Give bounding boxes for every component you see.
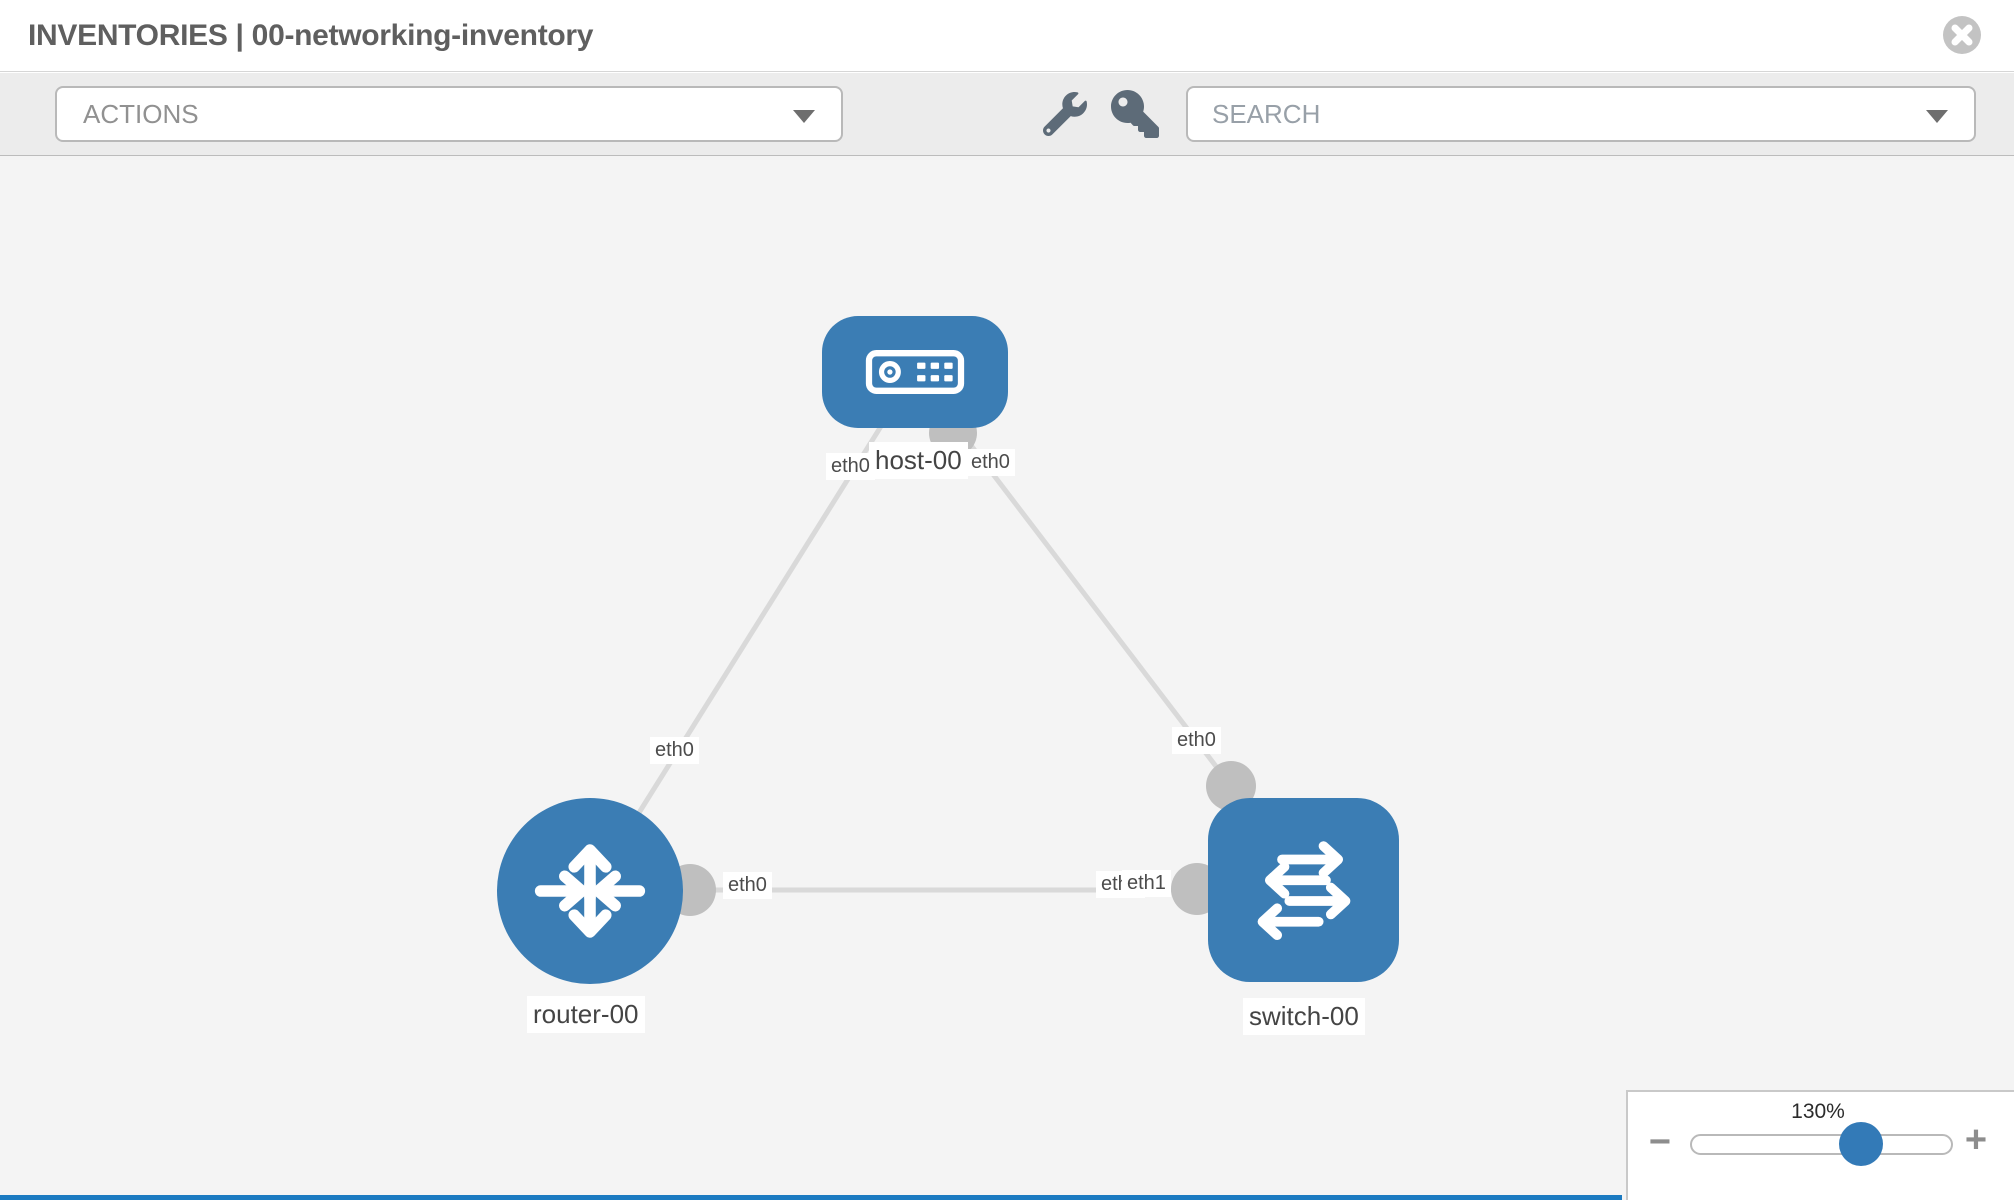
zoom-panel: 130% − +: [1626, 1090, 2014, 1200]
node-router-00[interactable]: [497, 798, 683, 984]
interface-label: eth0: [650, 737, 699, 764]
zoom-level: 130%: [1791, 1100, 1845, 1123]
close-button[interactable]: [1942, 15, 1982, 55]
actions-dropdown[interactable]: ACTIONS: [55, 86, 843, 142]
interface-label: eth0: [1172, 727, 1221, 754]
toolbar: ACTIONS: [0, 73, 2014, 156]
host-icon: [865, 350, 965, 394]
search-input[interactable]: [1188, 88, 1974, 140]
node-host-00[interactable]: [822, 316, 1008, 428]
close-icon: [1943, 16, 1981, 54]
key-icon: [1111, 90, 1159, 138]
node-switch-00[interactable]: [1208, 798, 1399, 982]
interface-label: eth1: [1122, 870, 1171, 897]
interface-label: eth0: [966, 449, 1015, 476]
tools-button[interactable]: [1042, 92, 1088, 138]
chevron-down-icon: [1926, 110, 1948, 123]
interface-label: eth0: [826, 453, 875, 480]
interface-label: eth0: [723, 872, 772, 899]
node-label-host: host-00: [869, 442, 968, 479]
zoom-in-button[interactable]: +: [1956, 1120, 1996, 1160]
zoom-slider-track[interactable]: [1690, 1122, 1953, 1166]
header: INVENTORIES | 00-networking-inventory: [0, 0, 2014, 72]
actions-dropdown-label: ACTIONS: [83, 99, 199, 129]
node-label-switch: switch-00: [1243, 998, 1365, 1035]
router-icon: [534, 844, 646, 938]
chevron-down-icon: [793, 110, 815, 123]
zoom-slider-handle[interactable]: [1839, 1122, 1883, 1166]
zoom-out-button[interactable]: −: [1640, 1122, 1680, 1162]
edges-layer: [587, 370, 1303, 916]
topology-canvas[interactable]: host-00 router-00 switch-00 eth0 eth0 et…: [0, 156, 2014, 1200]
search-dropdown[interactable]: [1186, 86, 1976, 142]
bottom-accent-bar: [0, 1195, 1622, 1200]
switch-icon: [1257, 841, 1350, 941]
wrench-icon: [1042, 92, 1087, 137]
node-label-router: router-00: [527, 996, 645, 1033]
page-title: INVENTORIES | 00-networking-inventory: [28, 19, 594, 52]
credentials-button[interactable]: [1110, 90, 1160, 140]
